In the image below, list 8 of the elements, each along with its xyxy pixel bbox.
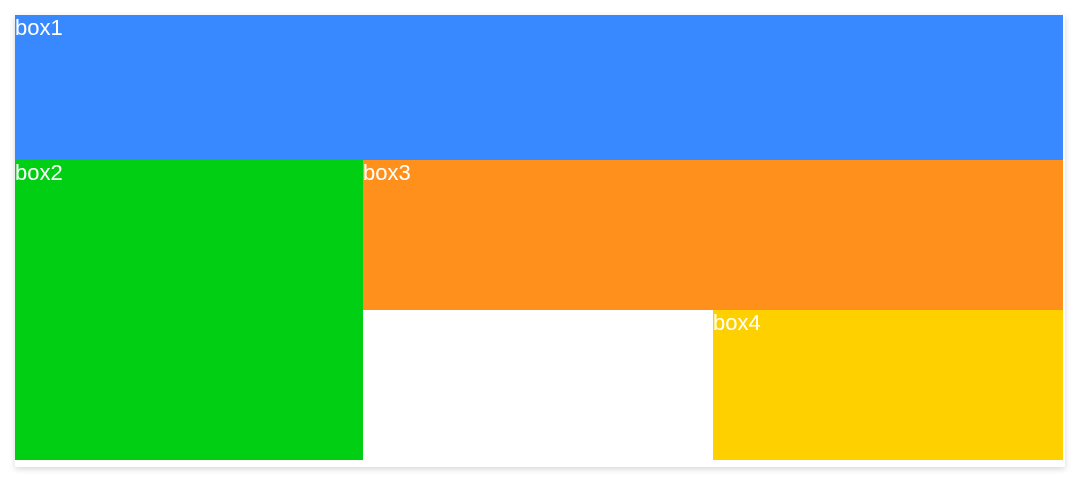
colored-block [713, 310, 1063, 460]
colored-block [363, 160, 1063, 310]
block-label: box2 [15, 160, 63, 185]
block-label: box3 [363, 160, 411, 185]
colored-block [15, 160, 363, 460]
block-label: box1 [15, 15, 63, 40]
colored-block [15, 15, 1063, 160]
block-label: box4 [713, 310, 761, 335]
